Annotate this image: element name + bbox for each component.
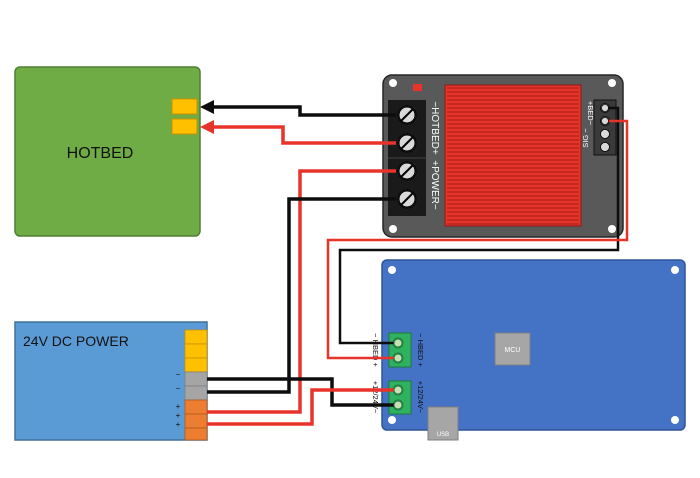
mcu-chip	[494, 332, 531, 366]
mosfet-label-sig: SIG −	[581, 128, 590, 148]
psu-sign-neg-1: −	[176, 370, 181, 379]
mainboard-hole-bl	[388, 416, 396, 424]
psu-terminal-pos-2	[184, 413, 208, 429]
hotbed-terminal-top	[171, 98, 198, 115]
wires	[200, 100, 629, 426]
mosfet-signal-block	[593, 99, 617, 156]
mainboard: MCU USB − HBED + − HBED + +12/24V− +12/2…	[371, 259, 686, 441]
mosfet-label-hotbed: −HOTBED+	[429, 101, 440, 155]
psu-terminal-neg-1	[184, 371, 208, 387]
mainboard-hole-tl	[388, 266, 396, 274]
hotbed-terminal-bottom	[171, 118, 198, 135]
wire-black-psu-to-mainboard	[207, 377, 398, 407]
psu-terminal-3	[184, 357, 208, 373]
psu-terminal-pos-1	[184, 399, 208, 415]
wire-black-psu-to-mosfet	[207, 197, 396, 394]
mosfet-mount-hole-br	[608, 225, 616, 233]
wire-red-hotbed-pos	[212, 125, 396, 145]
power-input-label-mirror: +12/24V−	[416, 381, 425, 414]
wire-red-psu-to-mainboard	[207, 388, 398, 426]
mosfet-mount-hole-tl	[389, 79, 397, 87]
wire-red-signal	[326, 119, 629, 360]
usb-port	[427, 406, 459, 441]
mosfet-signal-pin-3	[600, 129, 610, 139]
mosfet-label-bed: +BED−	[586, 101, 595, 126]
psu-sign-pos-1: +	[176, 402, 181, 411]
psu-sign-neg-2: −	[176, 384, 181, 393]
mosfet-mount-hole-bl	[389, 225, 397, 233]
wire-black-signal	[338, 106, 620, 345]
psu-sign-pos-2: +	[176, 411, 181, 420]
heatbed-label-mirror: − HBED +	[416, 333, 425, 367]
mainboard-hole-br	[671, 416, 679, 424]
power-supply-body	[14, 321, 208, 441]
heatbed-label: − HBED +	[371, 333, 380, 367]
wire-black-hotbed-neg	[212, 105, 396, 117]
connector-pins-overlay	[393, 104, 609, 410]
psu-terminal-pos-3	[184, 427, 208, 441]
psu-sign-pos-3: +	[176, 420, 181, 429]
arrow-black-hotbed	[200, 100, 214, 114]
power-supply-label: 24V DC POWER	[23, 333, 129, 349]
psu-terminal-neg-2	[184, 385, 208, 401]
mosfet-module: −HOTBED+ +POWER− SIG − +BED−	[382, 74, 624, 238]
power-input-connector	[388, 380, 412, 415]
power-input-label: +12/24V−	[371, 381, 380, 414]
mainboard-pcb	[381, 259, 686, 431]
mcu-label: MCU	[505, 347, 521, 354]
hotbed-label: HOTBED	[67, 145, 134, 162]
psu-terminal-1	[184, 329, 208, 345]
hotbed-board	[14, 66, 201, 237]
hotbed: HOTBED	[14, 66, 201, 237]
mosfet-signal-pin-4	[600, 142, 610, 152]
psu-terminal-2	[184, 343, 208, 359]
wire-red-psu-to-mosfet	[207, 169, 396, 414]
arrow-red-hotbed	[200, 120, 214, 134]
mainboard-hole-tr	[671, 266, 679, 274]
mosfet-mount-hole-tr	[608, 79, 616, 87]
power-supply: 24V DC POWER − − + + +	[14, 321, 208, 441]
usb-label: USB	[437, 432, 449, 438]
mosfet-label-power: +POWER−	[429, 160, 440, 210]
mosfet-led	[413, 84, 422, 91]
mosfet-heatsink-fins	[447, 87, 579, 225]
